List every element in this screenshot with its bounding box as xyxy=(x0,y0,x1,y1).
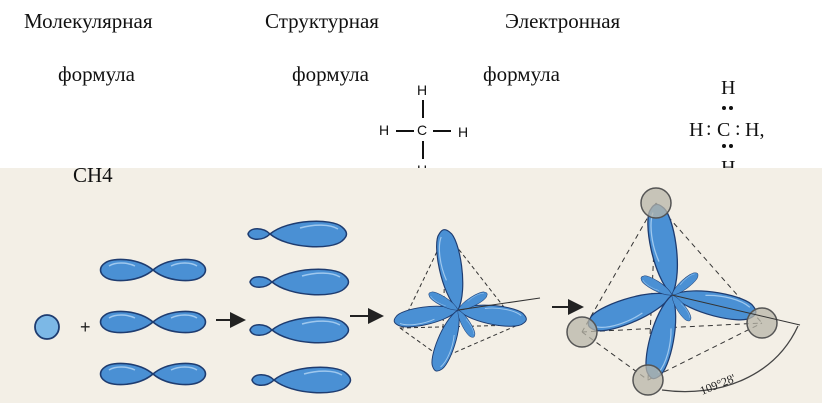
heading-molecular: Молекулярная xyxy=(24,9,153,33)
angle-label: 109°28' xyxy=(698,371,738,398)
heading-electronic: Электронная xyxy=(505,9,621,33)
hydrogen-atom xyxy=(640,187,672,219)
heading-molecular-formula: формула xyxy=(58,62,135,86)
sp3-orbital xyxy=(251,366,352,394)
electron-dot xyxy=(722,144,726,148)
p-orbital xyxy=(99,362,207,386)
bond-right xyxy=(433,130,451,132)
heading-structural-formula: формула xyxy=(292,62,369,86)
molecular-formula: CH4 xyxy=(73,163,113,187)
electronic-c: C xyxy=(717,119,731,141)
bond-top xyxy=(422,100,424,118)
s-orbital xyxy=(34,314,60,340)
p-orbital xyxy=(99,310,207,334)
electronic-h-left: H xyxy=(689,119,704,141)
methane-molecule: 109°28' xyxy=(566,187,801,398)
electron-pair-left: : xyxy=(706,118,712,140)
bond-left xyxy=(396,130,414,132)
hydrogen-atom xyxy=(566,316,598,348)
sp3-orbital xyxy=(249,268,350,296)
orbital-diagram: + xyxy=(34,187,801,398)
structural-c: C xyxy=(417,122,428,138)
structural-h-right: H xyxy=(458,124,469,140)
p-orbital xyxy=(99,258,207,282)
electronic-h-top: H xyxy=(721,77,736,99)
electron-dot xyxy=(729,144,733,148)
hydrogen-atom xyxy=(632,364,664,396)
electronic-h-right: H, xyxy=(745,119,765,141)
hydrogen-atom xyxy=(746,307,778,339)
hybridization-illustration: + xyxy=(0,168,822,403)
angle-arc xyxy=(661,325,799,393)
heading-electronic-formula: формула xyxy=(483,62,560,86)
plus-sign: + xyxy=(80,317,91,337)
structural-h-top: H xyxy=(417,82,428,98)
structural-h-left: H xyxy=(379,122,390,138)
bond-bottom xyxy=(422,141,424,159)
electron-dot xyxy=(722,106,726,110)
tetrahedral-carbon xyxy=(392,227,541,375)
electron-dot xyxy=(729,106,733,110)
sp3-orbital xyxy=(249,316,350,344)
electron-pair-right: : xyxy=(735,118,741,140)
sp3-orbital xyxy=(247,220,348,248)
heading-structural: Структурная xyxy=(265,9,379,33)
